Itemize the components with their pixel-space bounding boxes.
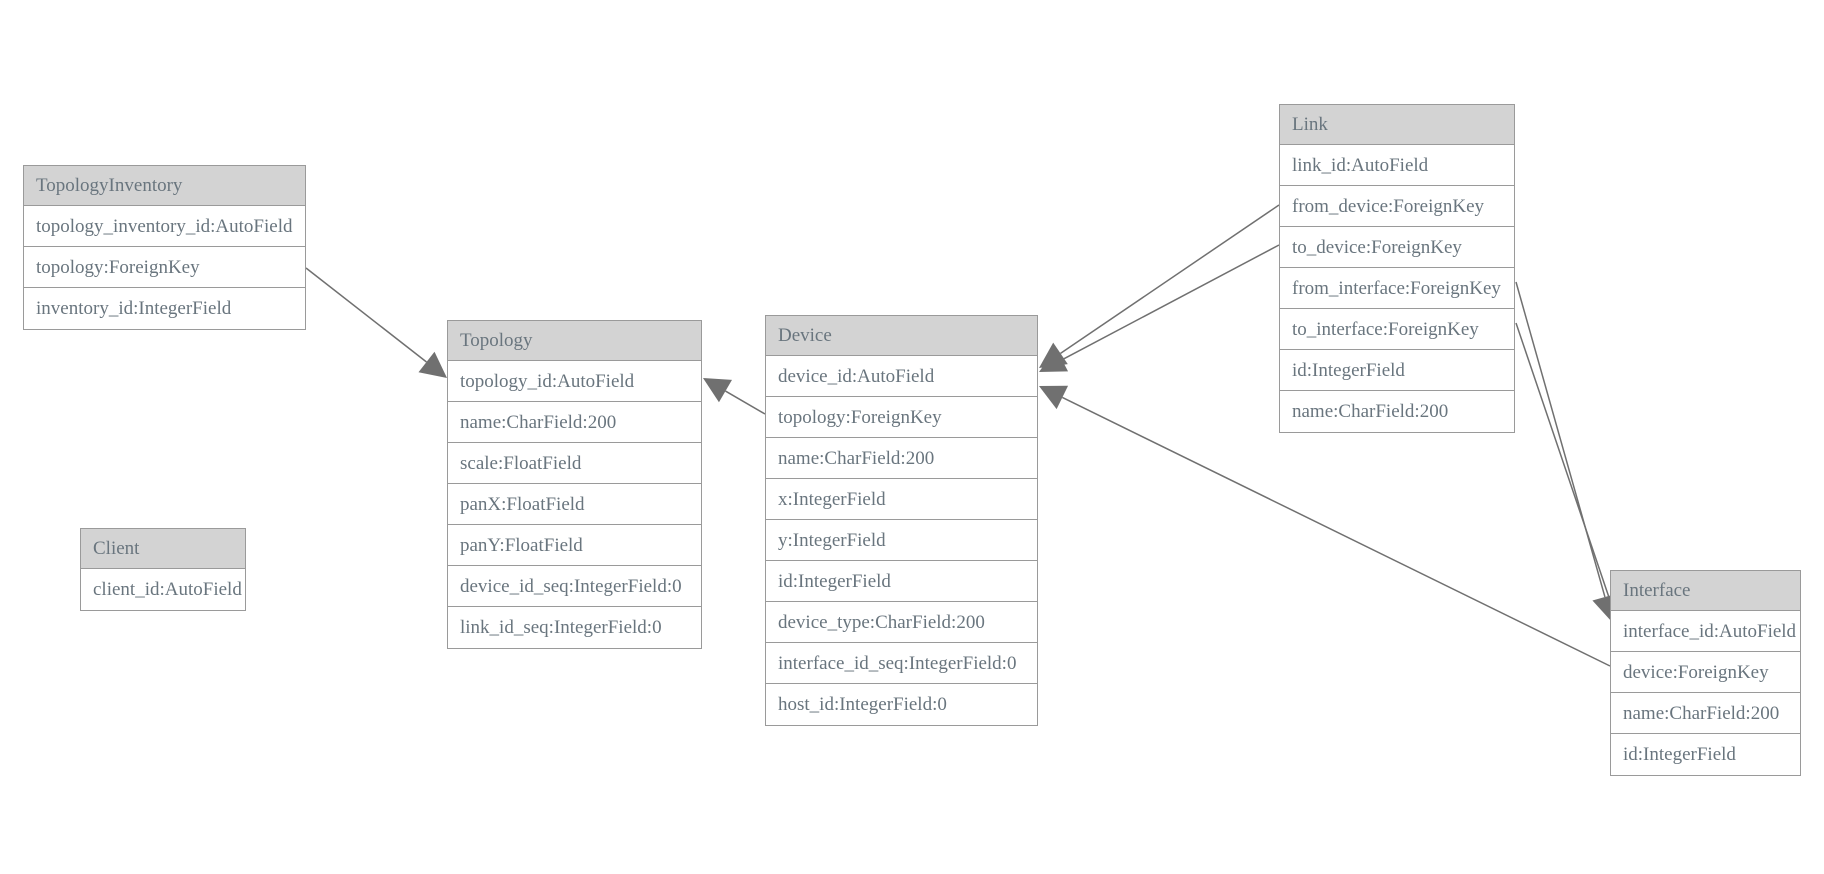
entity-field: device_type:CharField:200 xyxy=(766,602,1037,643)
rel-link-to-interface xyxy=(1515,322,1622,624)
entity-field: device_id_seq:IntegerField:0 xyxy=(448,566,701,607)
entity-field: y:IntegerField xyxy=(766,520,1037,561)
entity-field: scale:FloatField xyxy=(448,443,701,484)
entity-field: from_interface:ForeignKey xyxy=(1280,268,1514,309)
entity-field: to_device:ForeignKey xyxy=(1280,227,1514,268)
entity-title-client: Client xyxy=(81,529,245,569)
entity-field: host_id:IntegerField:0 xyxy=(766,684,1037,725)
entity-field: to_interface:ForeignKey xyxy=(1280,309,1514,350)
relationship-arrowhead xyxy=(703,378,733,403)
entity-field: topology:ForeignKey xyxy=(24,247,305,288)
relationship-arrowhead xyxy=(1039,342,1068,368)
relationship-line xyxy=(1061,244,1280,361)
entity-title-topology: Topology xyxy=(448,321,701,361)
relationship-line xyxy=(1060,204,1280,355)
entity-title-interface: Interface xyxy=(1611,571,1800,611)
relationship-line xyxy=(1062,396,1611,667)
entity-field: link_id_seq:IntegerField:0 xyxy=(448,607,701,648)
relationship-arrowhead xyxy=(1039,385,1069,410)
entity-field: device_id:AutoField xyxy=(766,356,1037,397)
entity-field: device:ForeignKey xyxy=(1611,652,1800,693)
entity-field: name:CharField:200 xyxy=(766,438,1037,479)
rel-topologyinventory-topology xyxy=(305,267,447,378)
relationship-line xyxy=(1515,281,1606,598)
entity-field: panY:FloatField xyxy=(448,525,701,566)
entity-field: topology_id:AutoField xyxy=(448,361,701,402)
relationship-line xyxy=(725,390,766,415)
rel-device-topology xyxy=(703,378,766,415)
entity-field: panX:FloatField xyxy=(448,484,701,525)
entity-field: name:CharField:200 xyxy=(1280,391,1514,432)
entity-field: interface_id:AutoField xyxy=(1611,611,1800,652)
relationship-arrowhead xyxy=(418,351,447,378)
entity-field: topology_inventory_id:AutoField xyxy=(24,206,305,247)
entity-field: interface_id_seq:IntegerField:0 xyxy=(766,643,1037,684)
entity-title-device: Device xyxy=(766,316,1037,356)
entity-field: id:IntegerField xyxy=(1611,734,1800,775)
entity-title-topology_inventory: TopologyInventory xyxy=(24,166,305,206)
entity-field: inventory_id:IntegerField xyxy=(24,288,305,329)
entity-field: client_id:AutoField xyxy=(81,569,245,610)
entity-field: from_device:ForeignKey xyxy=(1280,186,1514,227)
entity-field: id:IntegerField xyxy=(1280,350,1514,391)
entity-field: id:IntegerField xyxy=(766,561,1037,602)
rel-link-from-interface xyxy=(1515,281,1618,622)
entity-field: name:CharField:200 xyxy=(448,402,701,443)
rel-link-from-device xyxy=(1039,204,1280,368)
entity-field: link_id:AutoField xyxy=(1280,145,1514,186)
relationship-arrowhead xyxy=(1039,348,1069,372)
rel-link-to-device xyxy=(1039,244,1280,372)
relationship-line xyxy=(1515,322,1611,600)
entity-title-link: Link xyxy=(1280,105,1514,145)
entity-field: name:CharField:200 xyxy=(1611,693,1800,734)
entity-field: topology:ForeignKey xyxy=(766,397,1037,438)
entity-field: x:IntegerField xyxy=(766,479,1037,520)
relationship-line xyxy=(305,267,427,363)
